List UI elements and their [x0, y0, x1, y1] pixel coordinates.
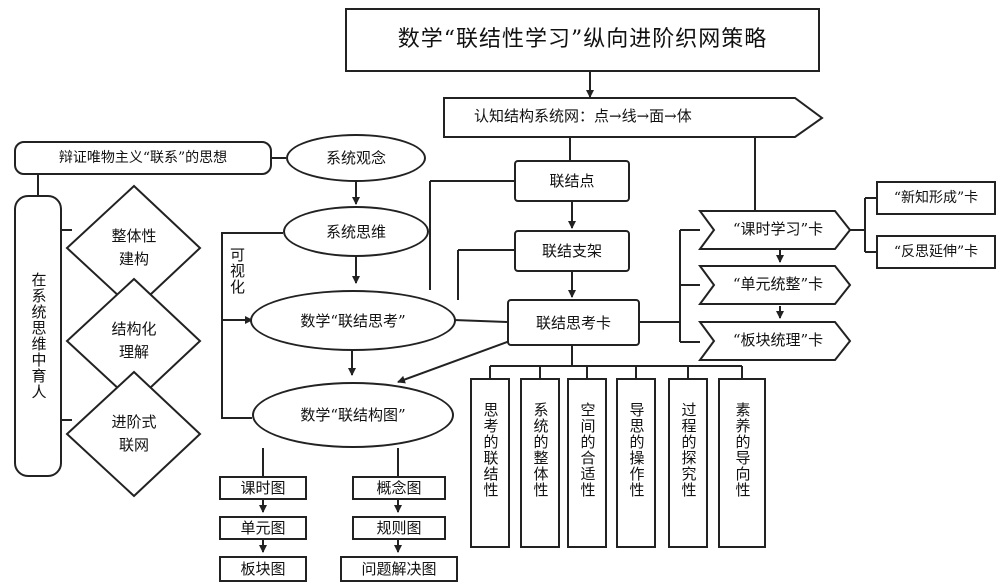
map-lesson-box: 课时图 — [219, 476, 307, 500]
dialectic-box: 辩证唯物主义“联系”的思想 — [14, 141, 272, 175]
module-card-label: “板块统理”卡 — [732, 331, 824, 349]
diamond-label-2: 结构化理解 — [111, 320, 157, 361]
math-thinking-node: 数学“联结思考” — [250, 290, 456, 351]
map-module-box: 板块图 — [219, 556, 307, 582]
module-card-banner — [698, 321, 852, 361]
unit-card-banner — [698, 265, 852, 305]
map-rule-box: 规则图 — [352, 516, 446, 540]
math-mapping-node: 数学“联结构图” — [252, 382, 454, 448]
property-box-2: 系统的整体性 — [520, 378, 560, 548]
link-point-box: 联结点 — [514, 160, 630, 202]
lesson-card-label: “课时学习”卡 — [732, 220, 824, 238]
property-box-4: 导思的操作性 — [616, 378, 656, 548]
visualize-label: 可视化 — [228, 247, 246, 295]
diamond-label-1: 整体性建构 — [111, 227, 157, 268]
diamond-label-3: 进阶式联网 — [111, 413, 157, 454]
reflection-card: “反思延伸”卡 — [876, 235, 996, 269]
map-problem-solving-box: 问题解决图 — [340, 556, 458, 582]
systems-thinking-node: 系统思维 — [283, 206, 429, 257]
educate-box: 在系统思维中育人 — [14, 195, 62, 477]
systems-view-node: 系统观念 — [286, 134, 426, 182]
thinking-card-box: 联结思考卡 — [507, 299, 640, 346]
diamonds — [65, 184, 202, 498]
property-box-6: 素养的导向性 — [718, 378, 766, 548]
cognitive-structure-banner — [443, 97, 824, 138]
property-box-3: 空间的合适性 — [567, 378, 607, 548]
diamond-progressive — [65, 370, 202, 498]
link-frame-box: 联结支架 — [514, 230, 630, 272]
page-title: 数学“联结性学习”纵向进阶织网策略 — [345, 8, 820, 72]
map-unit-box: 单元图 — [219, 516, 307, 540]
educate-label: 在系统思维中育人 — [29, 272, 48, 400]
new-knowledge-card: “新知形成”卡 — [876, 181, 996, 215]
cognitive-structure-label: 认知结构系统网：点→线→面→体 — [474, 107, 692, 125]
property-box-1: 思考的联结性 — [470, 378, 510, 548]
lesson-card-banner — [698, 210, 852, 250]
unit-card-label: “单元统整”卡 — [732, 275, 824, 293]
map-concept-box: 概念图 — [352, 476, 446, 500]
property-box-5: 过程的探究性 — [668, 378, 708, 548]
